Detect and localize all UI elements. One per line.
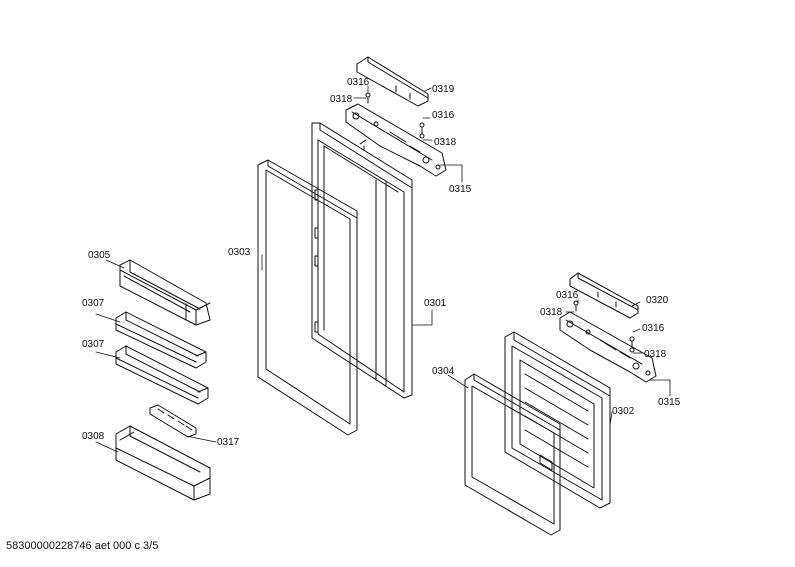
screw-0316-a [365, 92, 371, 104]
callout-0315-a: 0315 [449, 184, 472, 195]
callout-0316-a: 0316 [347, 77, 370, 88]
document-footer-id: 58300000228746 aet 000 c 3/5 [6, 540, 159, 552]
door-liner-0302 [504, 331, 611, 509]
callout-0315-b: 0315 [658, 397, 681, 408]
callout-0302: 0302 [612, 406, 635, 417]
door-shelf-0307-b [115, 345, 209, 405]
bottle-shelf-0308 [115, 425, 211, 501]
door-gasket-0304 [464, 373, 561, 536]
callout-labels: 0316 0318 0319 0316 0318 0315 0303 0301 … [82, 77, 681, 448]
egg-tray-0317 [149, 404, 197, 438]
callout-0318-c: 0318 [540, 307, 563, 318]
door-gasket-0303 [257, 159, 358, 436]
callout-0317: 0317 [217, 437, 240, 448]
screw-0316-b [419, 122, 425, 139]
callout-0304: 0304 [432, 366, 455, 377]
callout-0316-c: 0316 [556, 290, 579, 301]
callout-0303: 0303 [228, 247, 251, 258]
callout-0307-b: 0307 [82, 339, 105, 350]
callout-0308: 0308 [82, 431, 105, 442]
door-shelf-0305 [119, 259, 211, 326]
callout-0305: 0305 [88, 250, 111, 261]
leader-lines [95, 85, 671, 453]
callout-0318-b: 0318 [434, 137, 457, 148]
callout-0320: 0320 [646, 295, 669, 306]
callout-0316-b: 0316 [432, 110, 455, 121]
callout-0319: 0319 [432, 84, 455, 95]
screw-0316-c [573, 300, 579, 312]
hinge-cover-0319 [356, 56, 429, 107]
callout-0318-a: 0318 [330, 94, 353, 105]
callout-0316-d: 0316 [642, 323, 665, 334]
door-liner-0301 [311, 122, 413, 399]
hinge-plate-0315-b [559, 311, 657, 383]
hinge-plate-0315-a [345, 103, 447, 177]
callout-0307-a: 0307 [82, 298, 105, 309]
callout-0301: 0301 [424, 298, 447, 309]
callout-0318-d: 0318 [644, 349, 667, 360]
door-shelf-0307-a [115, 311, 207, 369]
screw-0316-d [629, 336, 635, 353]
hinge-cover-0320 [569, 272, 639, 319]
